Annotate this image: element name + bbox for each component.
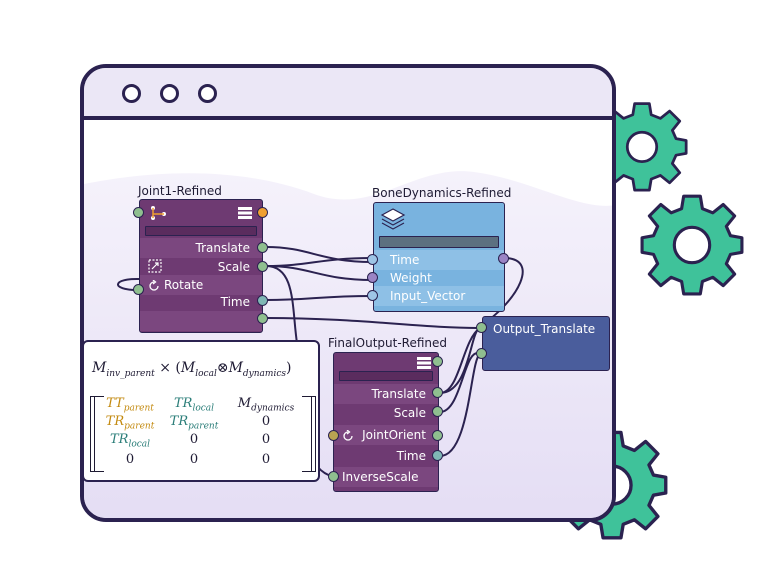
final-output-scale-label: Scale: [393, 406, 426, 420]
final-output-name-bar[interactable]: [339, 371, 433, 381]
joint1-rotate-port[interactable]: [133, 284, 144, 295]
bone-dynamics-weight-label: Weight: [390, 271, 432, 285]
formula-m2: M: [180, 360, 196, 376]
formula-sub-local: local: [195, 368, 217, 379]
joint1-output-port[interactable]: [257, 207, 268, 218]
matrix-cell-3-1: 0: [189, 452, 199, 467]
joint1-rotate-label: Rotate: [164, 278, 204, 292]
matrix-left-bracket-inner: [94, 396, 104, 472]
joint1-time-port[interactable]: [257, 295, 268, 306]
final-output-joint-orient-out-port[interactable]: [432, 430, 443, 441]
final-output-translate-label: Translate: [371, 387, 427, 401]
final-output-row-joint-orient: JointOrient: [334, 425, 438, 445]
bone-dynamics-output-port[interactable]: [498, 253, 509, 264]
output-translate-input-port[interactable]: [476, 322, 487, 333]
formula-open-paren: (: [175, 360, 181, 376]
joint1-time-label: Time: [220, 295, 250, 309]
matrix-cell-1-1: TRparent: [169, 414, 219, 432]
rotate-arrow-icon: [148, 279, 160, 292]
final-output-row-inverse-scale: InverseScale: [334, 467, 438, 487]
matrix-cell-0-1: TRlocal: [173, 396, 215, 414]
final-output-node[interactable]: Translate Scale JointOrient Time Inverse…: [333, 352, 439, 492]
final-output-translate-port[interactable]: [432, 387, 443, 398]
final-output-joint-orient-in-port[interactable]: [328, 430, 339, 441]
window-dot-2[interactable]: [160, 84, 179, 103]
matrix-cell-0-0: TTparent: [106, 396, 154, 414]
bone-dynamics-input-vector-label: Input_Vector: [390, 289, 466, 303]
scale-box-icon: [148, 259, 162, 273]
matrix-right-bracket-inner: [302, 396, 312, 472]
formula-sub-dynamics: dynamics: [242, 368, 286, 379]
window-dot-3[interactable]: [198, 84, 217, 103]
final-output-row-time: Time: [334, 446, 438, 466]
final-output-row-scale: Scale: [334, 403, 438, 423]
joint1-row-rotate: Rotate: [140, 275, 262, 295]
formula-m1: M: [92, 360, 107, 376]
bone-dynamics-row-weight: Weight: [374, 268, 504, 288]
output-translate-label: Output_Translate: [493, 322, 596, 336]
joint1-row-time: Time: [140, 292, 262, 312]
transform-formula: Minv_parent × (Mlocal⊗Mdynamics): [92, 360, 291, 379]
bone-dynamics-weight-port[interactable]: [367, 272, 378, 283]
window-titlebar: [84, 68, 612, 120]
bone-dynamics-node-title: BoneDynamics-Refined: [372, 186, 512, 200]
gear-icon-top-right: [596, 100, 688, 192]
final-output-node-title: FinalOutput-Refined: [328, 336, 448, 350]
matrix-cell-2-1: 0: [189, 432, 199, 447]
bone-dynamics-node[interactable]: Time Weight Input_Vector: [373, 202, 505, 312]
matrix-cell-0-2: Mdynamics: [237, 396, 295, 414]
window-dot-1[interactable]: [122, 84, 141, 103]
joint1-scale-label: Scale: [217, 260, 250, 274]
joint1-translate-port[interactable]: [257, 242, 268, 253]
matrix-cell-1-0: TRparent: [105, 414, 155, 432]
bone-dynamics-input-vector-port[interactable]: [367, 290, 378, 301]
joint1-input-port[interactable]: [133, 207, 144, 218]
matrix-cell-2-2: 0: [261, 432, 271, 447]
joint-chain-icon: [150, 205, 168, 221]
formula-m3: M: [228, 360, 243, 376]
bone-dynamics-time-label: Time: [390, 253, 420, 267]
stack-list-icon: [238, 207, 252, 219]
final-output-row-translate: Translate: [334, 384, 438, 404]
joint1-scale-port[interactable]: [257, 261, 268, 272]
final-output-joint-orient-label: JointOrient: [362, 428, 426, 442]
final-output-time-label: Time: [396, 449, 426, 463]
joint1-row-extra: [140, 311, 262, 331]
bone-dynamics-time-port[interactable]: [367, 254, 378, 265]
gear-icon-mid-right: [640, 192, 744, 296]
bone-dynamics-row-time: Time: [374, 250, 504, 270]
matrix-cell-2-0: TRlocal: [109, 432, 151, 450]
stack-list-icon-final: [417, 357, 431, 369]
joint1-row-translate: Translate: [140, 238, 262, 258]
bone-dynamics-row-input-vector: Input_Vector: [374, 286, 504, 306]
matrix-cell-3-0: 0: [125, 452, 135, 467]
bone-dynamics-name-bar[interactable]: [379, 236, 499, 248]
layers-icon: [380, 207, 406, 231]
joint1-translate-label: Translate: [195, 241, 251, 255]
matrix-cell-3-2: 0: [261, 452, 271, 467]
final-output-inverse-scale-port[interactable]: [328, 471, 339, 482]
rotate-arrow-icon-final: [342, 429, 354, 442]
final-output-scale-port[interactable]: [432, 406, 443, 417]
formula-times: ×: [159, 360, 171, 376]
output-translate-node[interactable]: Output_Translate: [482, 316, 610, 371]
final-output-time-port[interactable]: [432, 450, 443, 461]
output-translate-second-port[interactable]: [476, 348, 487, 359]
joint1-row-scale: Scale: [140, 257, 262, 277]
joint1-node-title: Joint1-Refined: [138, 184, 222, 198]
formula-sub-inv-parent: inv_parent: [106, 368, 155, 379]
formula-panel: Minv_parent × (Mlocal⊗Mdynamics) TTparen…: [82, 340, 320, 482]
matrix-cell-1-2: 0: [261, 414, 271, 429]
formula-close-paren: ): [286, 360, 292, 376]
joint1-extra-port[interactable]: [257, 313, 268, 324]
joint1-node[interactable]: Translate Scale Rotate Time: [139, 199, 263, 333]
final-output-inverse-scale-label: InverseScale: [342, 470, 419, 484]
formula-otimes: ⊗: [216, 360, 229, 376]
joint1-name-bar[interactable]: [145, 226, 257, 236]
final-output-input-port[interactable]: [432, 356, 443, 367]
output-translate-row: Output_Translate: [483, 319, 609, 339]
